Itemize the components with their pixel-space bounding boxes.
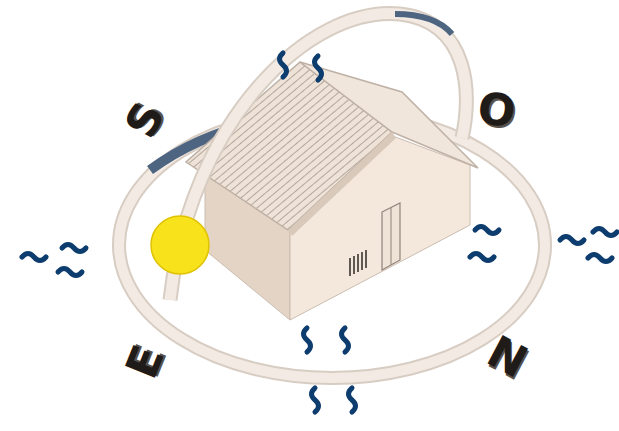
- house: [186, 62, 478, 320]
- sun-path-arc: [170, 14, 466, 300]
- wind-wave: [588, 255, 612, 262]
- wind-wave: [560, 237, 584, 244]
- wind-wave: [58, 269, 82, 276]
- compass-letter: E: [119, 340, 171, 384]
- wind-wave: [475, 227, 499, 234]
- sun: [151, 216, 209, 274]
- wind-wave: [280, 53, 287, 77]
- wind-wave: [315, 56, 322, 80]
- wind-wave: [593, 229, 617, 236]
- wind-wave: [349, 388, 356, 412]
- wind-wave: [304, 328, 311, 352]
- shadow-segment: [395, 14, 452, 34]
- compass-letter: S: [118, 96, 172, 145]
- wind-wave: [22, 254, 46, 261]
- wind-wave: [62, 245, 86, 252]
- wind-wave: [312, 388, 319, 412]
- sun-path-arc: [170, 14, 466, 300]
- wind-wave: [342, 328, 349, 352]
- wind-symbols: [22, 53, 617, 412]
- wind-wave: [470, 254, 494, 261]
- compass-letter: O: [475, 86, 518, 135]
